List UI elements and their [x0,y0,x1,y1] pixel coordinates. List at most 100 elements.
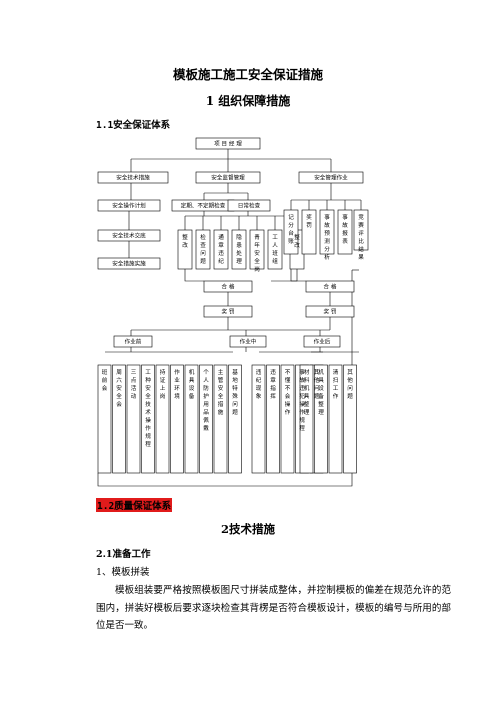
bottom-col-4-box [155,364,170,474]
section-1-heading: 1 组织保障措施 [205,94,291,108]
right-item-0-box [283,209,299,255]
bottom-col-18-label: 其他问题 [347,368,353,400]
bottom-col-17-label: 清扫工作 [333,368,339,400]
bottom-col-17-box [328,364,343,474]
bottom-col-0-label: 班前会 [102,368,108,392]
document-title: 模板施工施工安全保证措施 [172,67,323,82]
qualified-right-box [305,280,355,293]
project-manager-label: 项 目 经 理 [214,140,242,148]
right-item-1-box [301,209,317,255]
bottom-col-11-box [266,364,280,474]
connector-line [271,269,298,282]
middle-item-3-box [231,229,247,270]
bottom-col-3-box [141,364,155,474]
middle-item-6-label: 整改 [294,233,300,249]
middle-item-2-box [213,229,229,270]
middle-item-1-label: 检查问题 [200,233,206,265]
safety-tech-measures-box [97,171,169,184]
phase-during-label: 作业中 [240,338,257,346]
reward-right-box [305,305,355,318]
bottom-col-10-box [251,364,266,474]
body-paragraph: 模板组装要严格按照模板图尺寸拼装成整体，并控制模板的偏差在规范允许的范围内，拼装… [96,585,451,631]
bottom-col-16-box [314,364,328,474]
middle-item-5-label: 工人班组 [272,234,278,265]
bottom-col-2-label: 三点活动 [131,369,137,400]
subsection-1-1-heading: 1.1安全保证体系 [96,120,171,131]
right-item-1-label: 奖罚 [306,213,312,229]
middle-item-5-box [267,229,283,270]
bottom-col-5-label: 作业环境 [174,368,180,400]
bottom-col-8-label: 主管安全措施 [218,368,224,416]
qualified-middle-label: 合 格 [222,283,235,291]
bottom-col-4-label: 持证上岗 [160,368,166,400]
bottom-col-12-box [280,364,295,474]
connector-line [184,269,204,282]
bottom-col-6-box [184,364,199,474]
phase-after-label: 作业后 [314,338,331,346]
safety-management-work-label: 安全管理作业 [314,174,348,182]
bottom-col-0-box [97,364,112,474]
bottom-col-9-box [228,364,242,474]
safety-implementation-label: 安全措施实施 [112,260,146,268]
bottom-col-7-label: 个人防护用品佩戴 [203,369,209,432]
reward-right-label: 奖 罚 [324,308,337,316]
reward-middle-box [203,305,253,318]
bottom-col-15-label: 材料机具整理 [304,368,310,416]
right-item-3-box [337,209,353,255]
bottom-col-16-label: 机具设备整理 [318,368,324,416]
bottom-col-1-label: 周六安全会 [116,369,122,408]
middle-item-0-box [177,229,193,270]
bottom-col-7-box [199,364,213,474]
right-item-4-box [353,209,369,251]
right-item-4-label: 竞赛评比结果 [358,213,364,261]
subsection-1-2-heading: 1.2质量保证体系 [96,498,173,512]
safety-management-work-box [298,171,364,184]
safety-supervision-box [195,171,261,184]
right-item-3-label: 事故报表 [342,213,348,245]
right-item-0-label: 记分台账 [288,214,294,245]
bottom-col-15-box [299,364,314,474]
safety-plan-label: 安全操作计划 [112,202,146,210]
bottom-col-8-box [213,364,228,474]
bottom-col-14-label: 其他问题 [314,368,320,400]
phase-during-box [229,335,267,348]
bottom-col-6-label: 机具设备 [189,368,195,400]
safety-implementation-box [97,257,161,270]
middle-item-4-label: 青年安全岗 [254,233,260,273]
bottom-col-2-box [126,364,141,474]
bottom-col-1-box [112,364,126,474]
periodic-inspection-label: 定期、不定期检查 [181,202,226,210]
safety-tech-measures-label: 安全技术措施 [116,174,150,182]
middle-item-2-label: 通章违纪 [218,233,224,265]
bottom-col-3-label: 工种安全技术操作规程 [145,369,151,448]
safety-disclosure-box [97,229,161,242]
item-1-heading: 1、模板拼装 [96,567,150,578]
subsection-2-1-heading: 2.1准备工作 [96,549,151,560]
bottom-col-12-label: 不懂不会操作 [285,369,291,416]
right-item-2-box [319,209,335,255]
middle-item-0-label: 整改 [182,233,188,249]
qualified-middle-box [203,280,253,293]
reward-middle-label: 奖 罚 [222,308,235,316]
bottom-col-11-label: 违章指挥 [270,369,276,400]
middle-item-1-box [195,229,211,270]
phase-before-box [113,335,153,348]
section-2-heading: 2技术措施 [220,522,275,536]
phase-after-box [303,335,341,348]
project-manager-box [195,137,261,150]
bottom-col-9-label: 基地特殊问题 [232,368,238,416]
safety-disclosure-label: 安全技术交底 [112,232,146,240]
bottom-col-5-box [170,364,184,474]
middle-item-4-box [249,229,265,270]
phase-before-label: 作业前 [125,338,142,346]
middle-item-3-label: 隐患处理 [236,233,242,265]
daily-inspection-label: 日常检查 [238,202,261,210]
qualified-right-label: 合 格 [324,283,337,291]
bottom-col-13-label: 事故违犯操作规程 [299,368,305,432]
daily-inspection-box [227,199,271,212]
safety-plan-box [97,199,161,212]
bottom-col-18-box [343,364,357,474]
right-item-2-label: 事故预测分析 [324,213,330,261]
safety-supervision-label: 安全监督管理 [211,174,245,182]
